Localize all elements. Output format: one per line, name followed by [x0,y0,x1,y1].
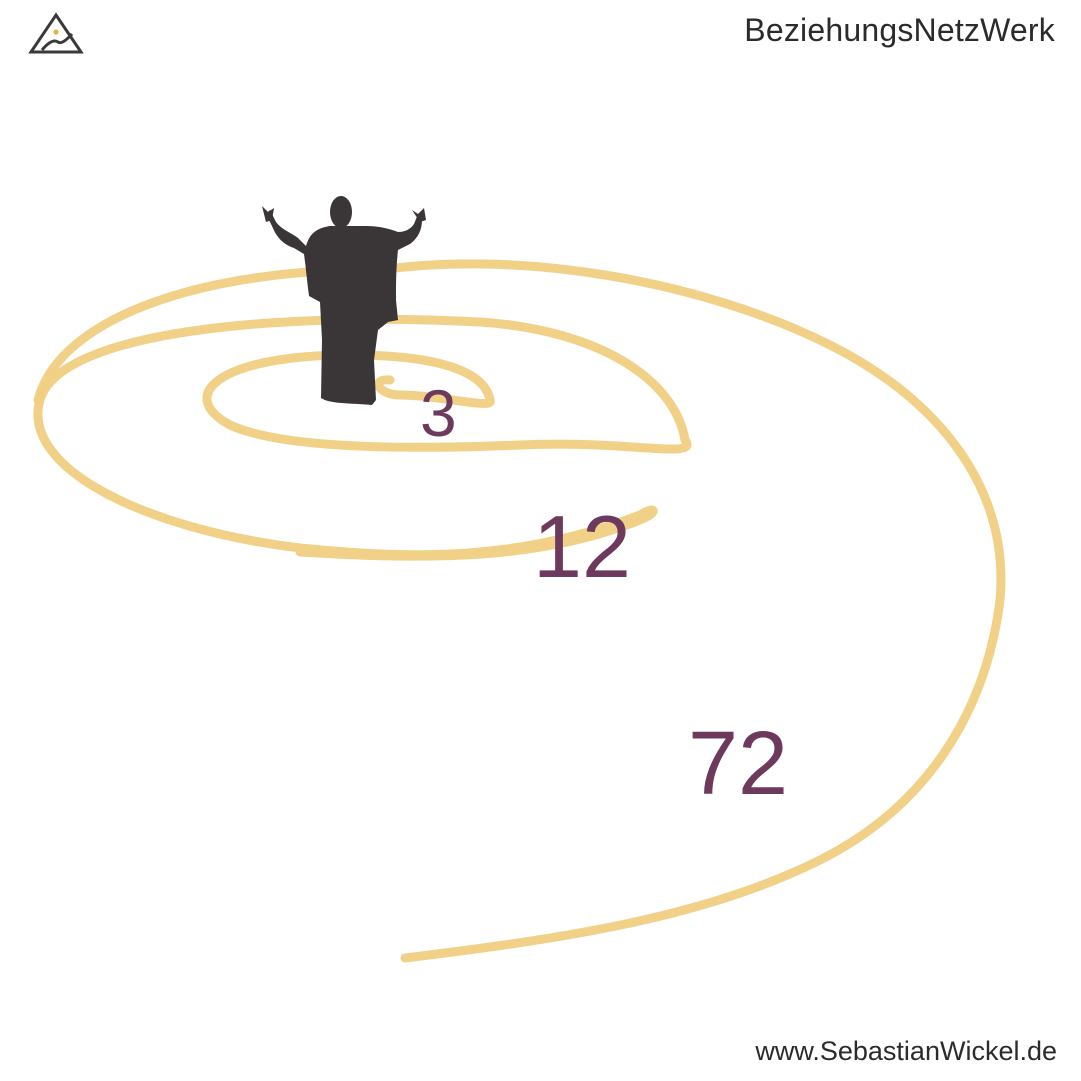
spiral-line [33,259,1006,963]
ring-label-3: 3 [420,376,457,450]
footer-website-url: www.SebastianWickel.de [755,1036,1057,1066]
ring-label-12: 12 [533,497,631,596]
brand-title: BeziehungsNetzWerk [744,12,1055,48]
ring-label-72: 72 [688,714,788,814]
logo-icon [28,12,84,54]
jesus-silhouette-icon [262,196,426,405]
